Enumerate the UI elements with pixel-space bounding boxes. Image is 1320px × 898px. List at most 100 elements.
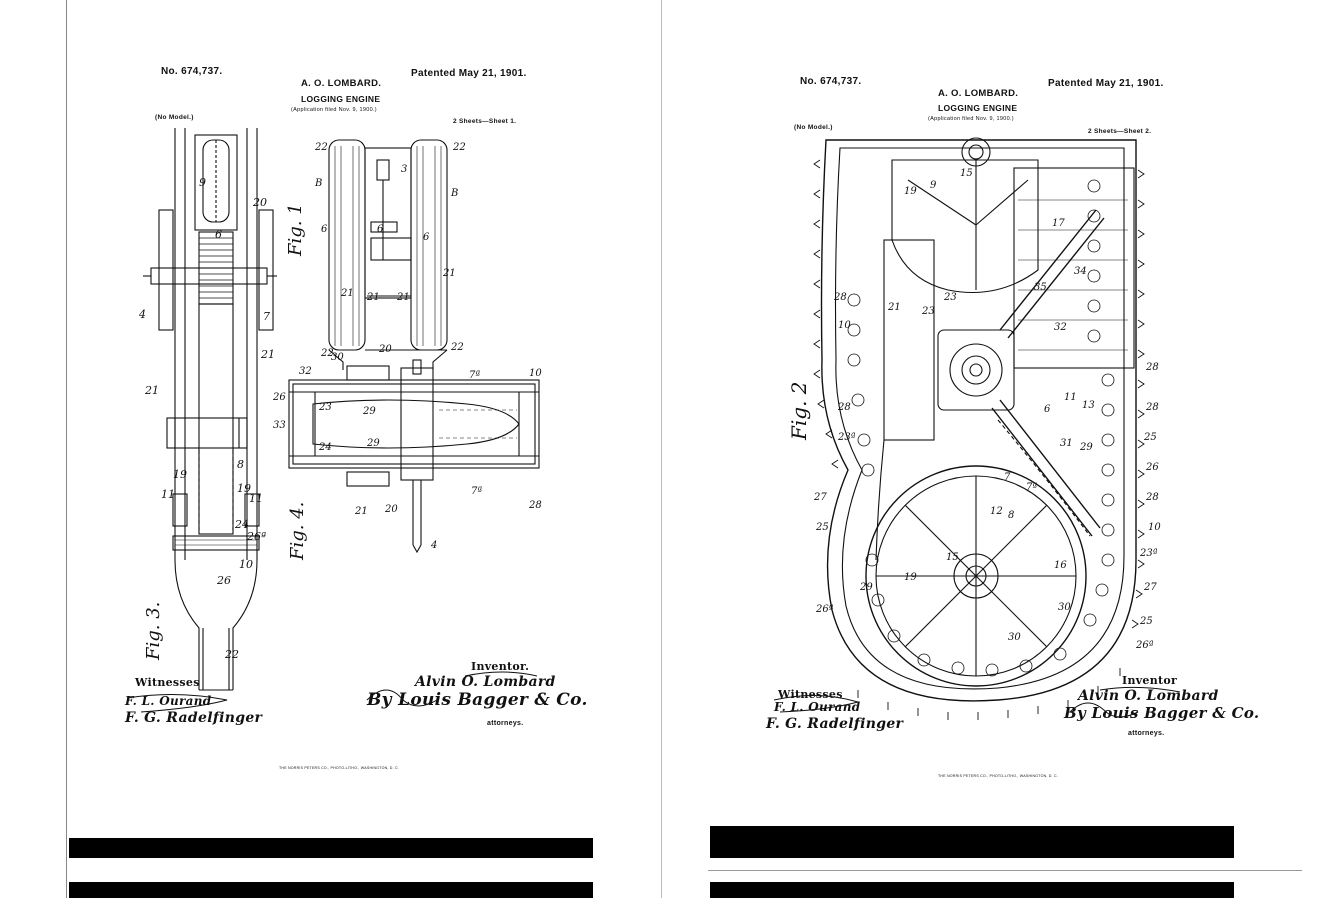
svg-text:20: 20 <box>252 196 267 209</box>
svg-text:34: 34 <box>1074 266 1087 277</box>
svg-text:23ª: 23ª <box>837 432 856 443</box>
fig-3-label: Fig. 3. <box>143 602 164 661</box>
svg-text:7ª: 7ª <box>469 370 480 381</box>
inventor-name: A. O. LOMBARD. <box>301 78 382 89</box>
inventor-signature: Alvin O. Lombard <box>1078 688 1219 704</box>
svg-text:13: 13 <box>1082 400 1095 411</box>
svg-text:21: 21 <box>887 302 901 313</box>
svg-text:B: B <box>450 188 458 199</box>
attorneys-label: attorneys. <box>487 720 524 727</box>
svg-text:10: 10 <box>1148 522 1161 533</box>
svg-text:B: B <box>314 178 322 189</box>
svg-text:23: 23 <box>943 292 957 303</box>
model-note: (No Model.) <box>794 124 833 131</box>
witnesses-label: Witnesses <box>135 676 200 689</box>
svg-text:27: 27 <box>813 492 827 503</box>
svg-text:12: 12 <box>990 506 1003 517</box>
svg-text:21: 21 <box>442 268 456 279</box>
svg-text:21: 21 <box>366 292 380 303</box>
attorney-signature: By Louis Bagger & Co. <box>367 690 588 710</box>
svg-text:32: 32 <box>299 366 312 377</box>
svg-text:19: 19 <box>173 468 187 481</box>
svg-text:28: 28 <box>833 292 847 303</box>
svg-text:7ª: 7ª <box>471 486 482 497</box>
svg-text:8: 8 <box>237 458 244 471</box>
svg-text:10: 10 <box>529 368 542 379</box>
svg-text:9: 9 <box>930 180 937 191</box>
scan-edge-line <box>708 870 1302 871</box>
svg-text:26: 26 <box>1145 462 1159 473</box>
svg-text:3: 3 <box>401 164 407 175</box>
svg-text:17: 17 <box>1052 218 1065 229</box>
svg-text:28: 28 <box>1145 402 1159 413</box>
svg-text:16: 16 <box>1054 560 1067 571</box>
svg-text:26ª: 26ª <box>1135 640 1154 651</box>
svg-text:28: 28 <box>1145 492 1159 503</box>
svg-text:25: 25 <box>1143 432 1157 443</box>
fig-1-label: Fig. 1 <box>285 203 306 257</box>
svg-text:19: 19 <box>904 572 917 583</box>
signature-flourishes <box>773 686 1181 718</box>
svg-text:6: 6 <box>321 224 328 235</box>
svg-text:10: 10 <box>239 558 253 571</box>
svg-text:11: 11 <box>249 492 263 505</box>
svg-text:11: 11 <box>161 488 175 501</box>
inventor-label: Inventor. <box>471 660 530 673</box>
svg-text:26: 26 <box>272 392 286 403</box>
svg-text:22: 22 <box>224 648 239 661</box>
witness-2-signature: F. G. Radelfinger <box>125 710 263 726</box>
attorney-signature: By Louis Bagger & Co. <box>1064 704 1260 722</box>
svg-text:20: 20 <box>378 344 392 355</box>
svg-text:6: 6 <box>423 232 430 243</box>
sheet-label: 2 Sheets—Sheet 2. <box>1088 128 1152 135</box>
svg-text:10: 10 <box>838 320 851 331</box>
svg-text:29: 29 <box>366 438 380 449</box>
inventor-label: Inventor <box>1122 674 1178 687</box>
patent-title: LOGGING ENGINE <box>301 94 381 104</box>
svg-text:27: 27 <box>1143 582 1157 593</box>
svg-text:23: 23 <box>921 306 935 317</box>
svg-text:19: 19 <box>237 482 251 495</box>
svg-text:30: 30 <box>331 352 344 363</box>
patent-date: Patented May 21, 1901. <box>411 68 527 79</box>
application-date: (Application filed Nov. 9, 1900.) <box>928 116 1014 122</box>
svg-text:24: 24 <box>234 518 249 531</box>
witness-1-signature: F. L. Ourand <box>125 694 212 708</box>
svg-text:33: 33 <box>273 420 286 431</box>
svg-text:7: 7 <box>1004 472 1011 483</box>
svg-text:25: 25 <box>1139 616 1153 627</box>
svg-text:4: 4 <box>138 308 146 321</box>
svg-text:30: 30 <box>1008 632 1021 643</box>
witnesses-label: Witnesses <box>778 688 843 701</box>
svg-text:28: 28 <box>837 402 851 413</box>
svg-text:25: 25 <box>815 522 829 533</box>
witness-1-signature: F. L. Ourand <box>774 700 861 714</box>
svg-text:6: 6 <box>215 228 222 241</box>
svg-text:19: 19 <box>904 186 917 197</box>
svg-text:22: 22 <box>450 342 464 353</box>
svg-text:22: 22 <box>452 142 466 153</box>
printer-credit: THE NORRIS PETERS CO., PHOTO-LITHO., WAS… <box>938 774 1058 778</box>
signature-flourishes <box>126 671 538 713</box>
sheet-label: 2 Sheets—Sheet 1. <box>453 118 517 125</box>
svg-text:11: 11 <box>1064 392 1077 403</box>
svg-text:6: 6 <box>377 224 384 235</box>
fig-2-label: Fig. 2 <box>787 381 811 441</box>
svg-text:15: 15 <box>960 168 973 179</box>
patent-number: No. 674,737. <box>800 76 862 87</box>
svg-text:23ª: 23ª <box>1139 548 1158 559</box>
svg-text:26ª: 26ª <box>246 530 266 543</box>
witness-2-signature: F. G. Radelfinger <box>766 716 904 732</box>
scan-black-bar <box>69 882 593 898</box>
svg-text:9: 9 <box>199 176 206 189</box>
svg-text:29: 29 <box>1079 442 1093 453</box>
svg-text:7: 7 <box>263 310 270 323</box>
svg-text:21: 21 <box>354 506 368 517</box>
svg-text:32: 32 <box>1054 322 1067 333</box>
svg-text:28: 28 <box>528 500 542 511</box>
svg-text:21: 21 <box>340 288 354 299</box>
svg-text:15: 15 <box>946 552 959 563</box>
svg-text:6: 6 <box>1044 404 1051 415</box>
